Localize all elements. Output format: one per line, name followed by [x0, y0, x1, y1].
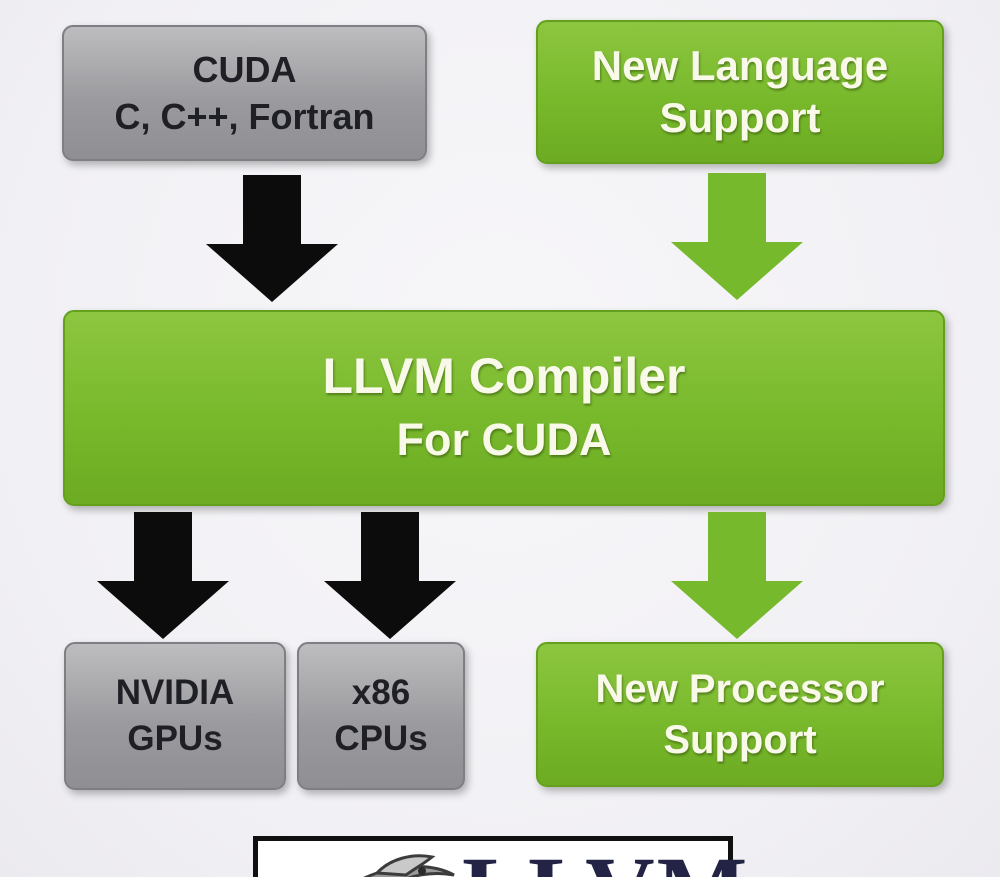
node-x86-cpus: x86 CPUs [297, 642, 465, 790]
arrow-newlanguage-to-llvm-icon [671, 173, 803, 300]
node-new-processor-line1: New Processor [595, 666, 885, 711]
node-llvm-compiler-line2: For CUDA [396, 414, 612, 465]
llvm-dragon-icon [363, 854, 455, 877]
arrow-head [671, 242, 803, 300]
arrow-llvm-to-new-processor-icon [671, 512, 803, 639]
node-nvidia-gpus-line2: GPUs [127, 719, 223, 758]
arrow-llvm-to-nvidia-gpus-icon [97, 512, 229, 639]
node-x86-cpus-line1: x86 [351, 673, 411, 712]
node-llvm-compiler-line1: LLVM Compiler [322, 348, 686, 404]
arrow-head [671, 581, 803, 639]
node-cuda-languages: CUDA C, C++, Fortran [62, 25, 427, 161]
node-nvidia-gpus: NVIDIA GPUs [64, 642, 286, 790]
arrow-head [324, 581, 456, 639]
node-new-language-line1: New Language [591, 42, 889, 89]
node-nvidia-gpus-line1: NVIDIA [115, 673, 235, 712]
node-new-language-line2: Support [659, 94, 821, 141]
node-new-processor-line2: Support [663, 717, 817, 762]
node-new-language-support: New Language Support [536, 20, 944, 164]
node-llvm-compiler: LLVM Compiler For CUDA [63, 310, 945, 506]
node-x86-cpus-line2: CPUs [334, 719, 428, 758]
arrow-shaft [708, 173, 766, 242]
arrow-head [206, 244, 338, 302]
node-cuda-line2: C, C++, Fortran [114, 96, 375, 137]
arrow-llvm-to-x86-cpus-icon [324, 512, 456, 639]
llvm-logo-text: LLVM [462, 843, 749, 877]
llvm-logo-box: LLVM [253, 836, 747, 877]
arrow-cuda-to-llvm-icon [206, 175, 338, 302]
arrow-shaft [708, 512, 766, 581]
node-cuda-line1: CUDA [192, 49, 297, 90]
arrow-shaft [361, 512, 419, 581]
arrow-shaft [243, 175, 301, 244]
arrow-head [97, 581, 229, 639]
node-new-processor-support: New Processor Support [536, 642, 944, 787]
arrow-shaft [134, 512, 192, 581]
